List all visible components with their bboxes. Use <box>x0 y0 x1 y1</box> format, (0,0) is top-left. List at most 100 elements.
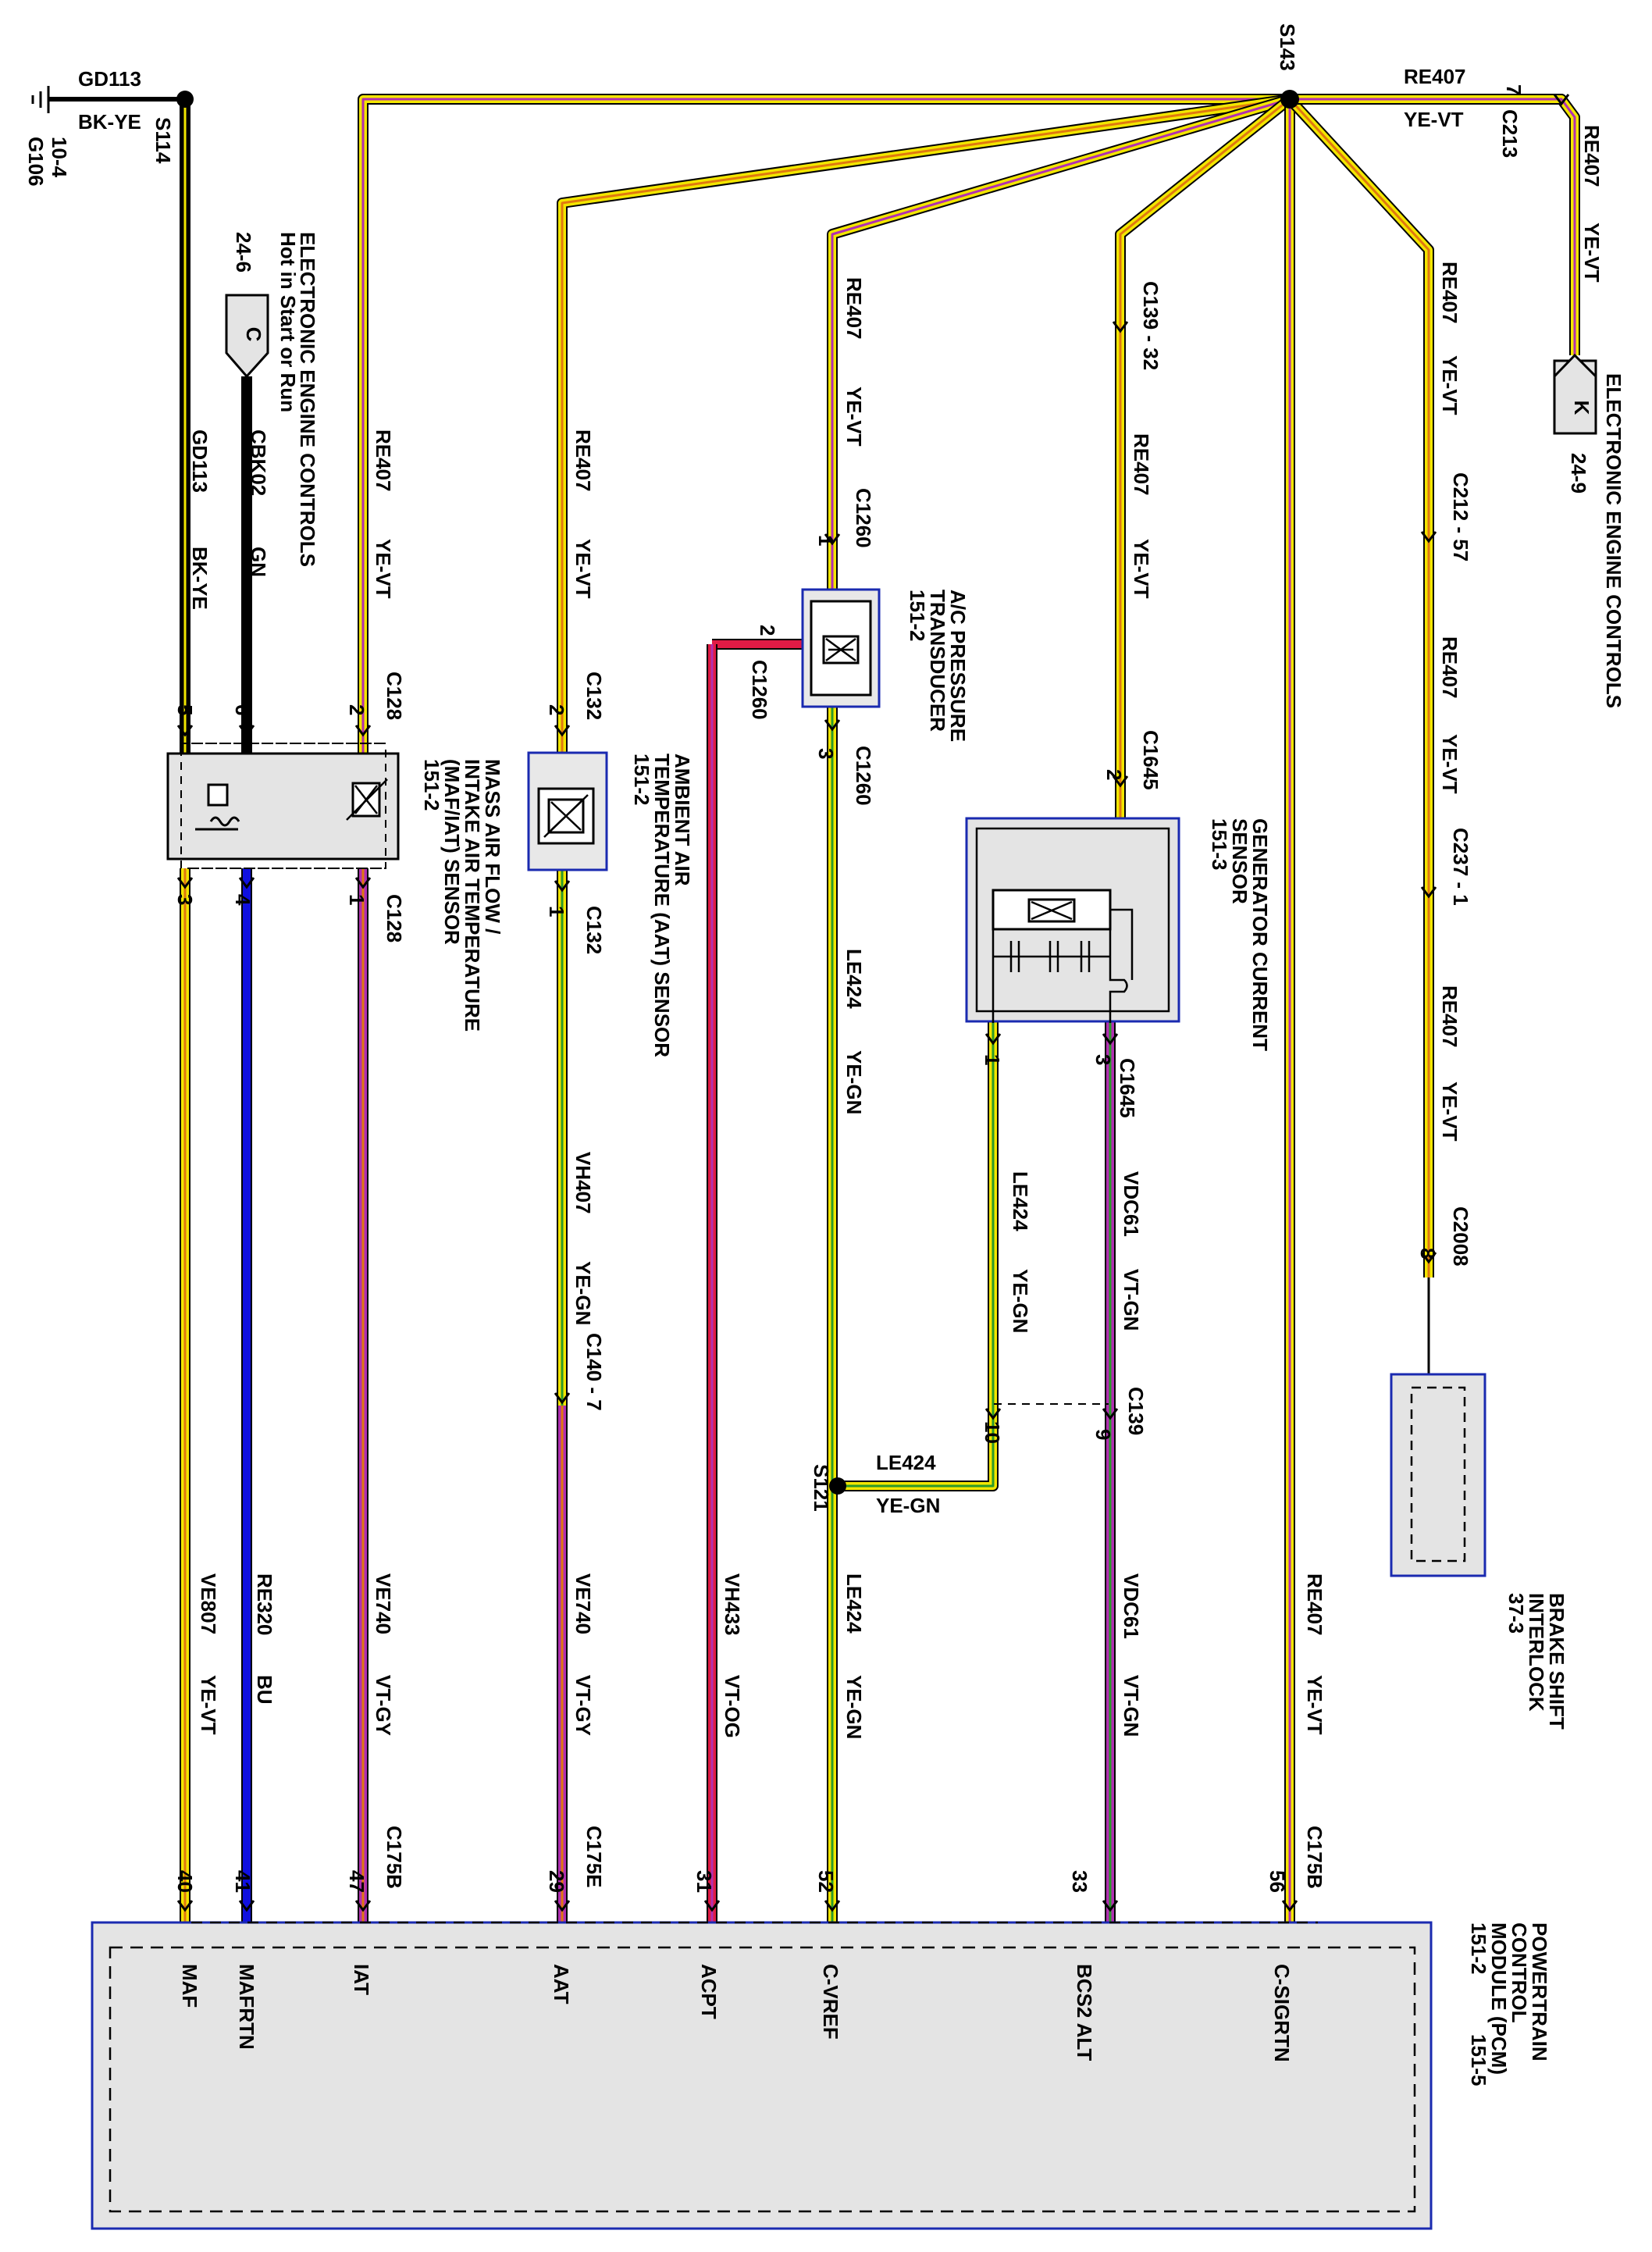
wire-re407-k <box>1290 94 1580 355</box>
svg-text:8: 8 <box>1416 1248 1440 1259</box>
svg-text:C139 - 32: C139 - 32 <box>1139 281 1162 370</box>
thermistor-icon <box>543 794 589 838</box>
svg-text:VE740: VE740 <box>372 1573 395 1634</box>
svg-text:S143: S143 <box>1276 23 1299 71</box>
svg-text:151-2: 151-2 <box>906 590 929 642</box>
svg-text:47: 47 <box>345 1870 368 1893</box>
svg-text:C237 - 1: C237 - 1 <box>1449 828 1472 906</box>
svg-text:YE-GN: YE-GN <box>842 1050 866 1114</box>
connector-arrow <box>554 725 571 737</box>
thermistor-icon <box>346 779 388 821</box>
maf-iat-sensor <box>166 743 400 869</box>
connector-arrow <box>176 1900 194 1912</box>
svg-text:CBK02: CBK02 <box>247 429 270 496</box>
svg-text:2: 2 <box>756 625 779 636</box>
svg-text:AAT: AAT <box>550 1964 573 2004</box>
svg-text:31: 31 <box>692 1870 716 1893</box>
svg-text:YE-VT: YE-VT <box>1438 734 1462 794</box>
svg-text:RE407: RE407 <box>571 429 595 492</box>
svg-text:VT-GN: VT-GN <box>1120 1675 1143 1737</box>
svg-text:C1260: C1260 <box>852 746 875 806</box>
svg-text:YE-GN: YE-GN <box>571 1261 595 1325</box>
connector-arrow <box>554 1392 571 1405</box>
svg-text:YE-VT: YE-VT <box>372 539 395 599</box>
svg-text:YE-GN: YE-GN <box>876 1494 940 1517</box>
svg-text:YE-GN: YE-GN <box>1009 1269 1032 1333</box>
svg-text:3: 3 <box>173 894 197 905</box>
heater-coil-icon <box>195 783 240 831</box>
ac-pressure-transducer <box>801 588 881 708</box>
svg-text:C140 - 7: C140 - 7 <box>582 1333 606 1411</box>
svg-text:YE-VT: YE-VT <box>1404 108 1464 131</box>
svg-text:YE-VT: YE-VT <box>1303 1675 1326 1735</box>
svg-text:MAF: MAF <box>178 1964 201 2008</box>
svg-text:C-SIGRTN: C-SIGRTN <box>1270 1964 1294 2062</box>
svg-text:151-5: 151-5 <box>1467 2034 1490 2086</box>
svg-text:3: 3 <box>1091 1054 1115 1065</box>
svg-text:29: 29 <box>545 1870 568 1893</box>
svg-text:TRANSDUCER: TRANSDUCER <box>926 590 949 732</box>
svg-text:VH433: VH433 <box>721 1573 744 1636</box>
wire-re407-brake <box>1285 95 1434 1277</box>
svg-text:YE-VT: YE-VT <box>1438 355 1462 415</box>
splice-s114 <box>176 91 194 108</box>
svg-text:YE-VT: YE-VT <box>842 387 866 447</box>
svg-text:VDC61: VDC61 <box>1120 1573 1143 1639</box>
svg-text:YE-GN: YE-GN <box>842 1675 866 1739</box>
svg-text:GN: GN <box>247 547 270 577</box>
svg-text:151-3: 151-3 <box>1208 818 1231 871</box>
svg-text:C1645: C1645 <box>1116 1058 1139 1118</box>
svg-text:RE407: RE407 <box>1438 262 1462 324</box>
labels: GD113 BK-YE G106 10-4 S114 GD113 BK-YE 2… <box>24 23 1625 2086</box>
connector-flag-k: K <box>1553 353 1597 435</box>
svg-text:MAFRTN: MAFRTN <box>235 1964 258 2050</box>
svg-text:3: 3 <box>814 748 838 759</box>
svg-text:IAT: IAT <box>350 1964 373 1995</box>
svg-text:2: 2 <box>345 704 368 715</box>
connector-arrow <box>824 533 841 546</box>
connector-arrow <box>238 1900 255 1912</box>
ground-symbol <box>31 86 180 113</box>
sensor-element-icon <box>1027 898 1076 923</box>
svg-text:C132: C132 <box>582 906 606 954</box>
svg-text:151-2: 151-2 <box>420 759 443 811</box>
svg-text:VT-GN: VT-GN <box>1120 1269 1143 1331</box>
svg-text:4: 4 <box>231 894 255 906</box>
svg-text:RE407: RE407 <box>1438 636 1462 699</box>
transducer-icon <box>822 635 860 665</box>
svg-text:10-4: 10-4 <box>48 137 71 178</box>
connector-arrow <box>984 1033 1002 1046</box>
wires <box>180 94 1580 1922</box>
svg-text:INTERLOCK: INTERLOCK <box>1525 1593 1548 1712</box>
connector-arrow <box>1112 321 1129 333</box>
svg-text:1: 1 <box>545 906 568 917</box>
connector-arrow <box>176 877 194 889</box>
svg-text:S121: S121 <box>810 1464 833 1512</box>
pcm-module <box>91 1921 1433 2230</box>
svg-text:LE424: LE424 <box>842 1573 866 1634</box>
svg-text:YE-VT: YE-VT <box>571 539 595 599</box>
svg-text:GENERATOR CURRENT: GENERATOR CURRENT <box>1248 818 1272 1051</box>
svg-text:C213: C213 <box>1498 109 1522 158</box>
svg-text:40: 40 <box>173 1870 197 1893</box>
svg-text:33: 33 <box>1068 1870 1091 1893</box>
svg-text:G106: G106 <box>24 137 48 187</box>
svg-text:BK-YE: BK-YE <box>78 110 141 134</box>
connector-arrow <box>824 719 841 732</box>
svg-text:LE424: LE424 <box>1009 1171 1032 1231</box>
svg-text:GD113: GD113 <box>188 429 212 493</box>
svg-text:VDC61: VDC61 <box>1120 1171 1143 1237</box>
connector-arrow <box>1420 531 1437 543</box>
svg-text:LE424: LE424 <box>842 949 866 1009</box>
svg-text:C1260: C1260 <box>748 660 771 720</box>
wire-re407-aat <box>557 94 1291 753</box>
connector-flag-c: C <box>225 294 269 379</box>
svg-text:41: 41 <box>231 1870 255 1893</box>
svg-text:SENSOR: SENSOR <box>1228 818 1251 904</box>
svg-text:C2008: C2008 <box>1449 1206 1472 1267</box>
svg-text:RE407: RE407 <box>1130 433 1153 496</box>
connector-arrow <box>984 1408 1002 1420</box>
svg-text:VT-GY: VT-GY <box>372 1675 395 1736</box>
svg-text:POWERTRAIN: POWERTRAIN <box>1528 1922 1551 2061</box>
svg-text:C132: C132 <box>582 672 606 720</box>
